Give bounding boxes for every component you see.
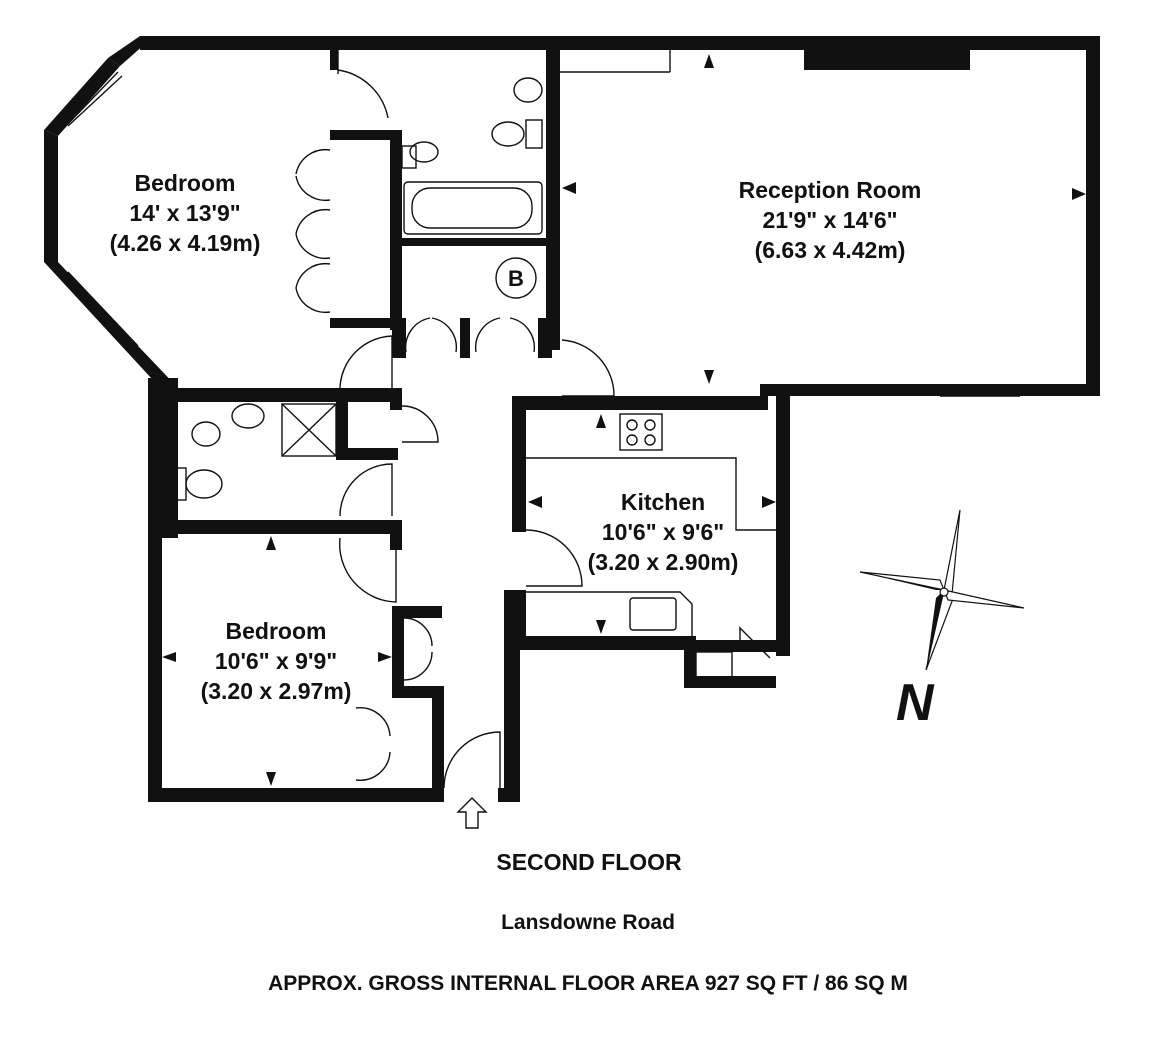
floor-title: SECOND FLOOR <box>496 849 682 875</box>
entrance-arrow-icon <box>456 797 488 829</box>
room-dimensions-imperial: 10'6" x 9'9" <box>215 648 337 674</box>
room-label-kitchen: Kitchen 10'6" x 9'6" (3.20 x 2.90m) <box>588 489 739 575</box>
compass-north-label: N <box>896 674 935 732</box>
room-dimensions-metric: (6.63 x 4.42m) <box>755 237 906 263</box>
room-dimensions-metric: (4.26 x 4.19m) <box>110 230 261 256</box>
fixtures <box>175 50 776 789</box>
exterior-walls <box>44 36 1100 802</box>
boiler-label: B <box>508 266 524 291</box>
address-label: Lansdowne Road <box>501 911 675 934</box>
room-label-bedroom-2: Bedroom 10'6" x 9'9" (3.20 x 2.97m) <box>201 618 352 704</box>
interior-walls <box>176 50 768 802</box>
compass-rose-icon <box>859 509 1025 671</box>
room-dimensions-imperial: 14' x 13'9" <box>129 200 240 226</box>
room-name: Kitchen <box>621 489 705 515</box>
room-name: Bedroom <box>135 170 236 196</box>
room-dimensions-imperial: 21'9" x 14'6" <box>762 207 897 233</box>
room-label-reception: Reception Room 21'9" x 14'6" (6.63 x 4.4… <box>739 177 922 263</box>
room-label-bedroom-1: Bedroom 14' x 13'9" (4.26 x 4.19m) <box>110 170 261 256</box>
floor-area-label: APPROX. GROSS INTERNAL FLOOR AREA 927 SQ… <box>268 972 908 995</box>
room-name: Reception Room <box>739 177 922 203</box>
room-name: Bedroom <box>226 618 327 644</box>
dimension-arrows <box>162 54 1086 829</box>
room-dimensions-metric: (3.20 x 2.90m) <box>588 549 739 575</box>
room-dimensions-metric: (3.20 x 2.97m) <box>201 678 352 704</box>
room-dimensions-imperial: 10'6" x 9'6" <box>602 519 724 545</box>
